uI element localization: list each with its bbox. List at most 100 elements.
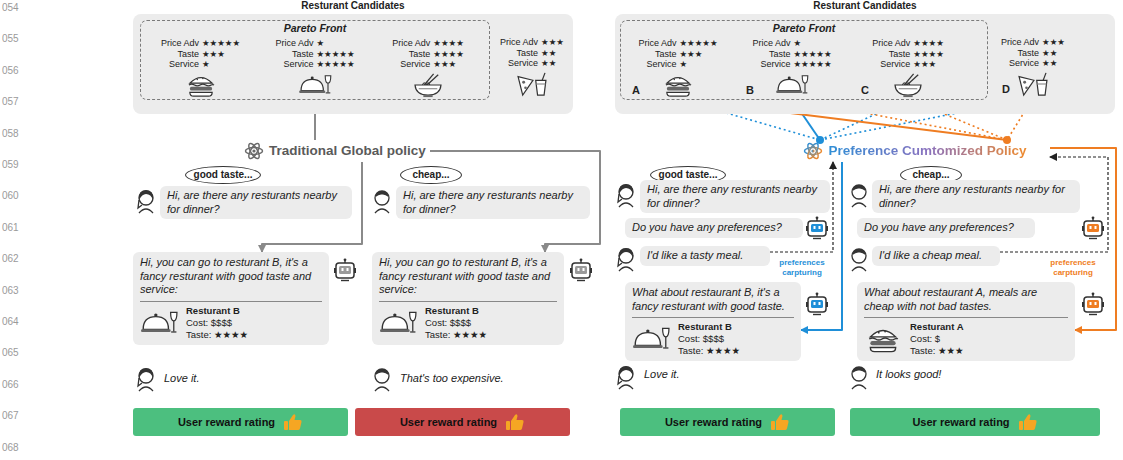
criterion-name: Taste	[500, 48, 538, 59]
restaurant-card: Price Adv★★★★Taste★★★★Service★★★	[373, 37, 483, 99]
robot-icon	[1082, 216, 1104, 240]
ramen-icon	[411, 72, 445, 98]
line-number: 055	[2, 33, 26, 45]
message-text: Hi, you can go to resturant B, it's a fa…	[379, 256, 557, 297]
thought-bubble: good taste...	[185, 166, 261, 184]
criterion-name: Service	[1001, 58, 1039, 69]
rating-grid: Price Adv★★★Taste★★Service★★	[494, 37, 570, 69]
star-rating: ★	[793, 38, 831, 49]
user-message: It looks good!	[872, 366, 992, 384]
pizza-icon	[1016, 71, 1050, 97]
star-rating: ★★★★★	[793, 49, 831, 60]
detail-text: Resturant BCost: $$$$Taste: ★★★★	[678, 321, 740, 357]
message-text: Love it.	[164, 372, 256, 386]
line-number: 057	[2, 96, 26, 108]
message-text: Love it.	[644, 368, 736, 382]
message-text: good taste...	[190, 168, 256, 182]
fancy-icon	[379, 308, 417, 338]
user-icon	[372, 188, 392, 214]
thumb-icon	[1018, 413, 1038, 431]
star-rating: ★★	[1042, 48, 1065, 59]
user-message: Hi, are there any resturants nearby for …	[160, 186, 352, 219]
star-rating: ★★★★★	[316, 59, 354, 70]
star-rating: ★★★★	[433, 49, 463, 60]
bot-reply: What about restaurant B, it's a fancy re…	[625, 282, 801, 361]
criterion-name: Service	[275, 59, 313, 70]
customized-policy: Preference Cumtomized Policy	[780, 140, 1050, 162]
taste: Taste: ★★★	[910, 345, 964, 357]
user-icon	[849, 182, 869, 208]
criterion-name: Taste	[1001, 48, 1039, 59]
policy-icon	[244, 141, 264, 161]
restaurant-name: Resturant B	[186, 305, 248, 317]
reward-bar: User reward rating	[850, 408, 1100, 436]
taste: Taste: ★★★★	[678, 345, 740, 357]
cost: Cost: $$$$	[678, 333, 740, 345]
star-rating: ★★	[1042, 58, 1065, 69]
user-message: I'd like a tasty meal.	[640, 246, 770, 266]
rating-grid: Price Adv★★★★Taste★★★★Service★★★	[853, 38, 963, 70]
card-letter: A	[632, 84, 640, 96]
reward-bar: User reward rating	[355, 408, 570, 436]
message-text: I'd like a cheap meal.	[879, 249, 993, 263]
policy-name: Preference Cumtomized Policy	[828, 142, 1026, 160]
cost: Cost: $	[910, 333, 964, 345]
line-number: 062	[2, 253, 26, 265]
criterion-name: Service	[752, 59, 790, 70]
criterion-name: Service	[872, 59, 910, 70]
reward-text: User reward rating	[178, 416, 275, 428]
thumb-icon	[770, 413, 790, 431]
rating-grid: Price Adv★★★★★Taste★★★Service★	[624, 38, 732, 70]
line-number: 063	[2, 285, 26, 297]
bot-reply: What about restaurant A, meals are cheap…	[857, 282, 1075, 361]
thought-bubble: cheap...	[400, 166, 462, 184]
restaurant-detail: Resturant BCost: $$$$Taste: ★★★★	[140, 301, 322, 341]
message-text: What about restaurant A, meals are cheap…	[864, 286, 1068, 313]
line-number: 054	[2, 2, 26, 14]
star-rating: ★★★	[541, 37, 564, 48]
user-message: Hi, are there any resturants nearby for …	[872, 180, 1080, 213]
policy-name: Traditional Global policy	[269, 142, 426, 160]
restaurant-card: Price Adv★★★★★Taste★★★Service★	[148, 37, 253, 99]
message-text: I'd like a tasty meal.	[647, 249, 763, 263]
restaurant-detail: Resturant BCost: $$$$Taste: ★★★★	[379, 301, 557, 341]
panel-title: Resturant Candidates	[133, 0, 573, 12]
fancy-icon	[775, 72, 809, 98]
policy-icon	[803, 141, 823, 161]
card-letter: D	[1002, 83, 1010, 95]
pareto-title: Pareto Front	[621, 22, 987, 35]
burger-icon	[864, 324, 902, 354]
candidates-panel: Resturant CandidatesPareto FrontPrice Ad…	[133, 14, 573, 114]
message-text: Hi, are there any resturants nearby for …	[403, 189, 583, 216]
star-rating: ★★	[541, 48, 564, 59]
star-rating: ★★★	[913, 59, 943, 70]
card-letter: C	[861, 84, 869, 96]
criterion-name: Taste	[872, 49, 910, 60]
criterion-name: Price Adv	[752, 38, 790, 49]
restaurant-card: Price Adv★Taste★★★★★Service★★★★★B	[738, 37, 846, 99]
criterion-name: Price Adv	[638, 38, 676, 49]
annotation: preferences carpturing	[1042, 258, 1104, 277]
line-number: 060	[2, 190, 26, 202]
star-rating: ★	[202, 59, 240, 70]
reward-text: User reward rating	[400, 416, 497, 428]
robot-icon	[806, 216, 828, 240]
panel-title: Resturant Candidates	[615, 0, 1115, 12]
message-text: That's too expensive.	[400, 372, 532, 386]
pareto-title: Pareto Front	[141, 22, 489, 35]
star-rating: ★★	[541, 58, 564, 69]
restaurant-name: Resturant B	[678, 321, 740, 333]
message-text: Do you have any preferences?	[632, 221, 796, 235]
criterion-name: Price Adv	[872, 38, 910, 49]
star-rating: ★★★★	[913, 38, 943, 49]
reward-text: User reward rating	[665, 416, 762, 428]
restaurant-card: Price Adv★Taste★★★★★Service★★★★★	[261, 37, 369, 99]
pareto-front: Pareto FrontPrice Adv★★★★★Taste★★★Servic…	[620, 20, 988, 100]
pizza-icon	[515, 71, 549, 97]
annotation: preferences carpturing	[773, 258, 831, 277]
user-icon	[136, 366, 156, 392]
user-icon	[616, 246, 636, 272]
rating-grid: Price Adv★Taste★★★★★Service★★★★★	[261, 38, 369, 70]
star-rating: ★★★★	[433, 38, 463, 49]
